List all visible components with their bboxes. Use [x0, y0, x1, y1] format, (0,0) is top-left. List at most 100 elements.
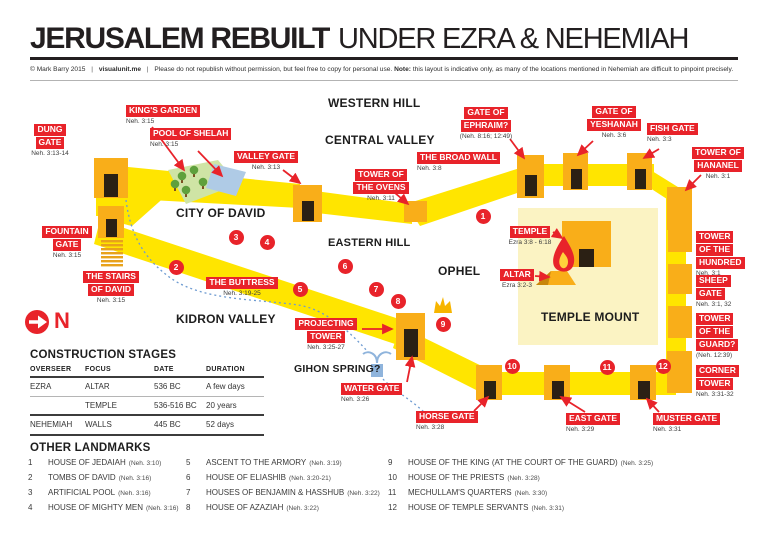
landmark-ref: (Neh. 3:25) [620, 460, 654, 467]
label-ref: Neh. 3:1, 32 [696, 300, 732, 308]
label-line: VALLEY GATE [233, 151, 299, 163]
credit-divider [30, 80, 738, 81]
col-duration: DURATION [206, 366, 245, 373]
marker-10: 10 [504, 358, 520, 374]
credit-site: visualunit.me [98, 66, 141, 73]
col-focus: FOCUS [85, 366, 111, 373]
marker-9: 9 [435, 316, 451, 332]
cell-date: 536-516 BC [154, 400, 197, 410]
label-ref: Neh. 3:1 [705, 172, 731, 180]
landmark-name: HOUSE OF JEDAIAH [48, 458, 126, 467]
label-line: YESHANAH [587, 118, 641, 131]
label-broad-wall: THE BROAD WALL Neh. 3:8 [417, 151, 500, 172]
label-line: THE STAIRS [83, 271, 139, 283]
marker-11: 11 [599, 359, 615, 375]
label-tower-of-the-ovens: TOWER OF THE OVENS Neh. 3:11 [348, 168, 414, 202]
label-line: TOWER [307, 330, 345, 343]
label-ref: Neh. 3:15 [96, 296, 126, 304]
region-temple-mount: TEMPLE MOUNT [541, 310, 640, 324]
label-ref: Ezra 3:2-3 [502, 281, 532, 289]
cell-focus: ALTAR [85, 382, 110, 391]
label-horse-gate: HORSE GATE Neh. 3:28 [416, 410, 478, 431]
label-muster-gate: MUSTER GATE Neh. 3:31 [653, 412, 721, 433]
credit-copyright: © Mark Barry 2015 [30, 66, 86, 73]
construction-heading: CONSTRUCTION STAGES [30, 349, 177, 361]
label-fountain-gate: FOUNTAIN GATE Neh. 3:15 [38, 225, 96, 259]
label-buttress: THE BUTTRESS Neh. 3:19-25 [205, 276, 279, 297]
label-line: GUARD? [696, 338, 739, 351]
label-line: POOL OF SHELAH [150, 128, 232, 140]
construction-table: OVERSEER FOCUS DATE DURATION EZRA ALTAR … [30, 364, 264, 436]
cell-duration: 20 years [206, 400, 237, 410]
landmark-name: HOUSE OF MIGHTY MEN [48, 503, 143, 512]
label-line: MUSTER GATE [653, 413, 721, 425]
cell-date: 536 BC [154, 382, 181, 391]
col-overseer: OVERSEER [30, 366, 72, 373]
flame-icon [553, 236, 575, 272]
gates-and-towers [94, 153, 692, 400]
landmark-ref: (Neh. 3:31) [531, 505, 565, 512]
label-ref: Neh. 3:15 [150, 140, 179, 148]
label-east-gate: EAST GATE Neh. 3:29 [566, 412, 621, 433]
region-gihon-spring: GIHON SPRING? [294, 363, 381, 375]
label-line: ALTAR [500, 269, 534, 281]
marker-12: 12 [655, 358, 671, 374]
label-projecting-tower: PROJECTING TOWER Neh. 3:25-27 [291, 317, 361, 351]
label-line: TOWER [696, 313, 734, 325]
region-eastern-hill: EASTERN HILL [328, 237, 411, 249]
col-date: DATE [154, 366, 174, 373]
label-line: TOWER [696, 377, 734, 390]
marker-8: 8 [390, 293, 406, 309]
label-ref: (Neh. 12:39) [696, 351, 733, 359]
north-letter: N [54, 308, 70, 333]
label-ref: Neh. 3:1 [696, 269, 721, 277]
credit-note: this layout is indicative only, as many … [412, 66, 734, 73]
label-tower-of-hananel: TOWER OF HANANEL Neh. 3:1 [689, 146, 747, 180]
label-line: GATE OF [464, 107, 508, 119]
label-tower-of-the-hundred: TOWER OF THE HUNDRED Neh. 3:1 [696, 230, 745, 277]
label-ref: Neh. 3:8 [417, 164, 442, 172]
landmark-ref: (Neh. 3:19) [309, 460, 342, 467]
cell-overseer [30, 406, 85, 415]
label-line: DUNG [34, 124, 66, 136]
label-ref: Neh. 3:11 [367, 194, 395, 202]
cell-overseer: EZRA [30, 382, 52, 391]
landmark-ref: (Neh. 3:16) [118, 490, 151, 497]
label-pool-of-shelah: POOL OF SHELAH Neh. 3:15 [150, 127, 232, 148]
landmark-name: HOUSE OF THE KING (AT THE COURT OF THE G… [408, 458, 618, 467]
label-line: TOWER OF [355, 169, 407, 181]
cell-focus: WALLS [85, 420, 112, 429]
label-line: KING'S GARDEN [126, 105, 201, 117]
region-ophel: OPHEL [438, 264, 481, 278]
landmark-number: 1 [28, 458, 33, 467]
title-divider [30, 57, 738, 60]
marker-5: 5 [292, 281, 308, 297]
cell-duration: 52 days [206, 420, 235, 429]
marker-2: 2 [168, 259, 184, 275]
label-line: GATE [696, 287, 725, 300]
landmark-name: HOUSE OF THE PRIESTS [408, 473, 505, 482]
cell-duration: A few days [206, 382, 245, 391]
label-stairs-of-david: THE STAIRS OF DAVID Neh. 3:15 [78, 270, 144, 304]
landmark-number: 2 [28, 473, 33, 482]
landmark-number: 4 [28, 503, 33, 512]
marker-3: 3 [228, 229, 244, 245]
label-ref: Neh. 3:31 [653, 425, 682, 433]
landmark-ref: (Neh. 3:28) [507, 475, 540, 482]
label-fish-gate: FISH GATE Neh. 3:3 [647, 122, 698, 143]
landmark-ref: (Neh. 3:30) [514, 490, 548, 497]
landmark-number: 6 [186, 473, 191, 482]
label-ref: Neh. 3:25-27 [307, 343, 345, 351]
landmark-name: TOMBS OF DAVID [48, 473, 116, 482]
